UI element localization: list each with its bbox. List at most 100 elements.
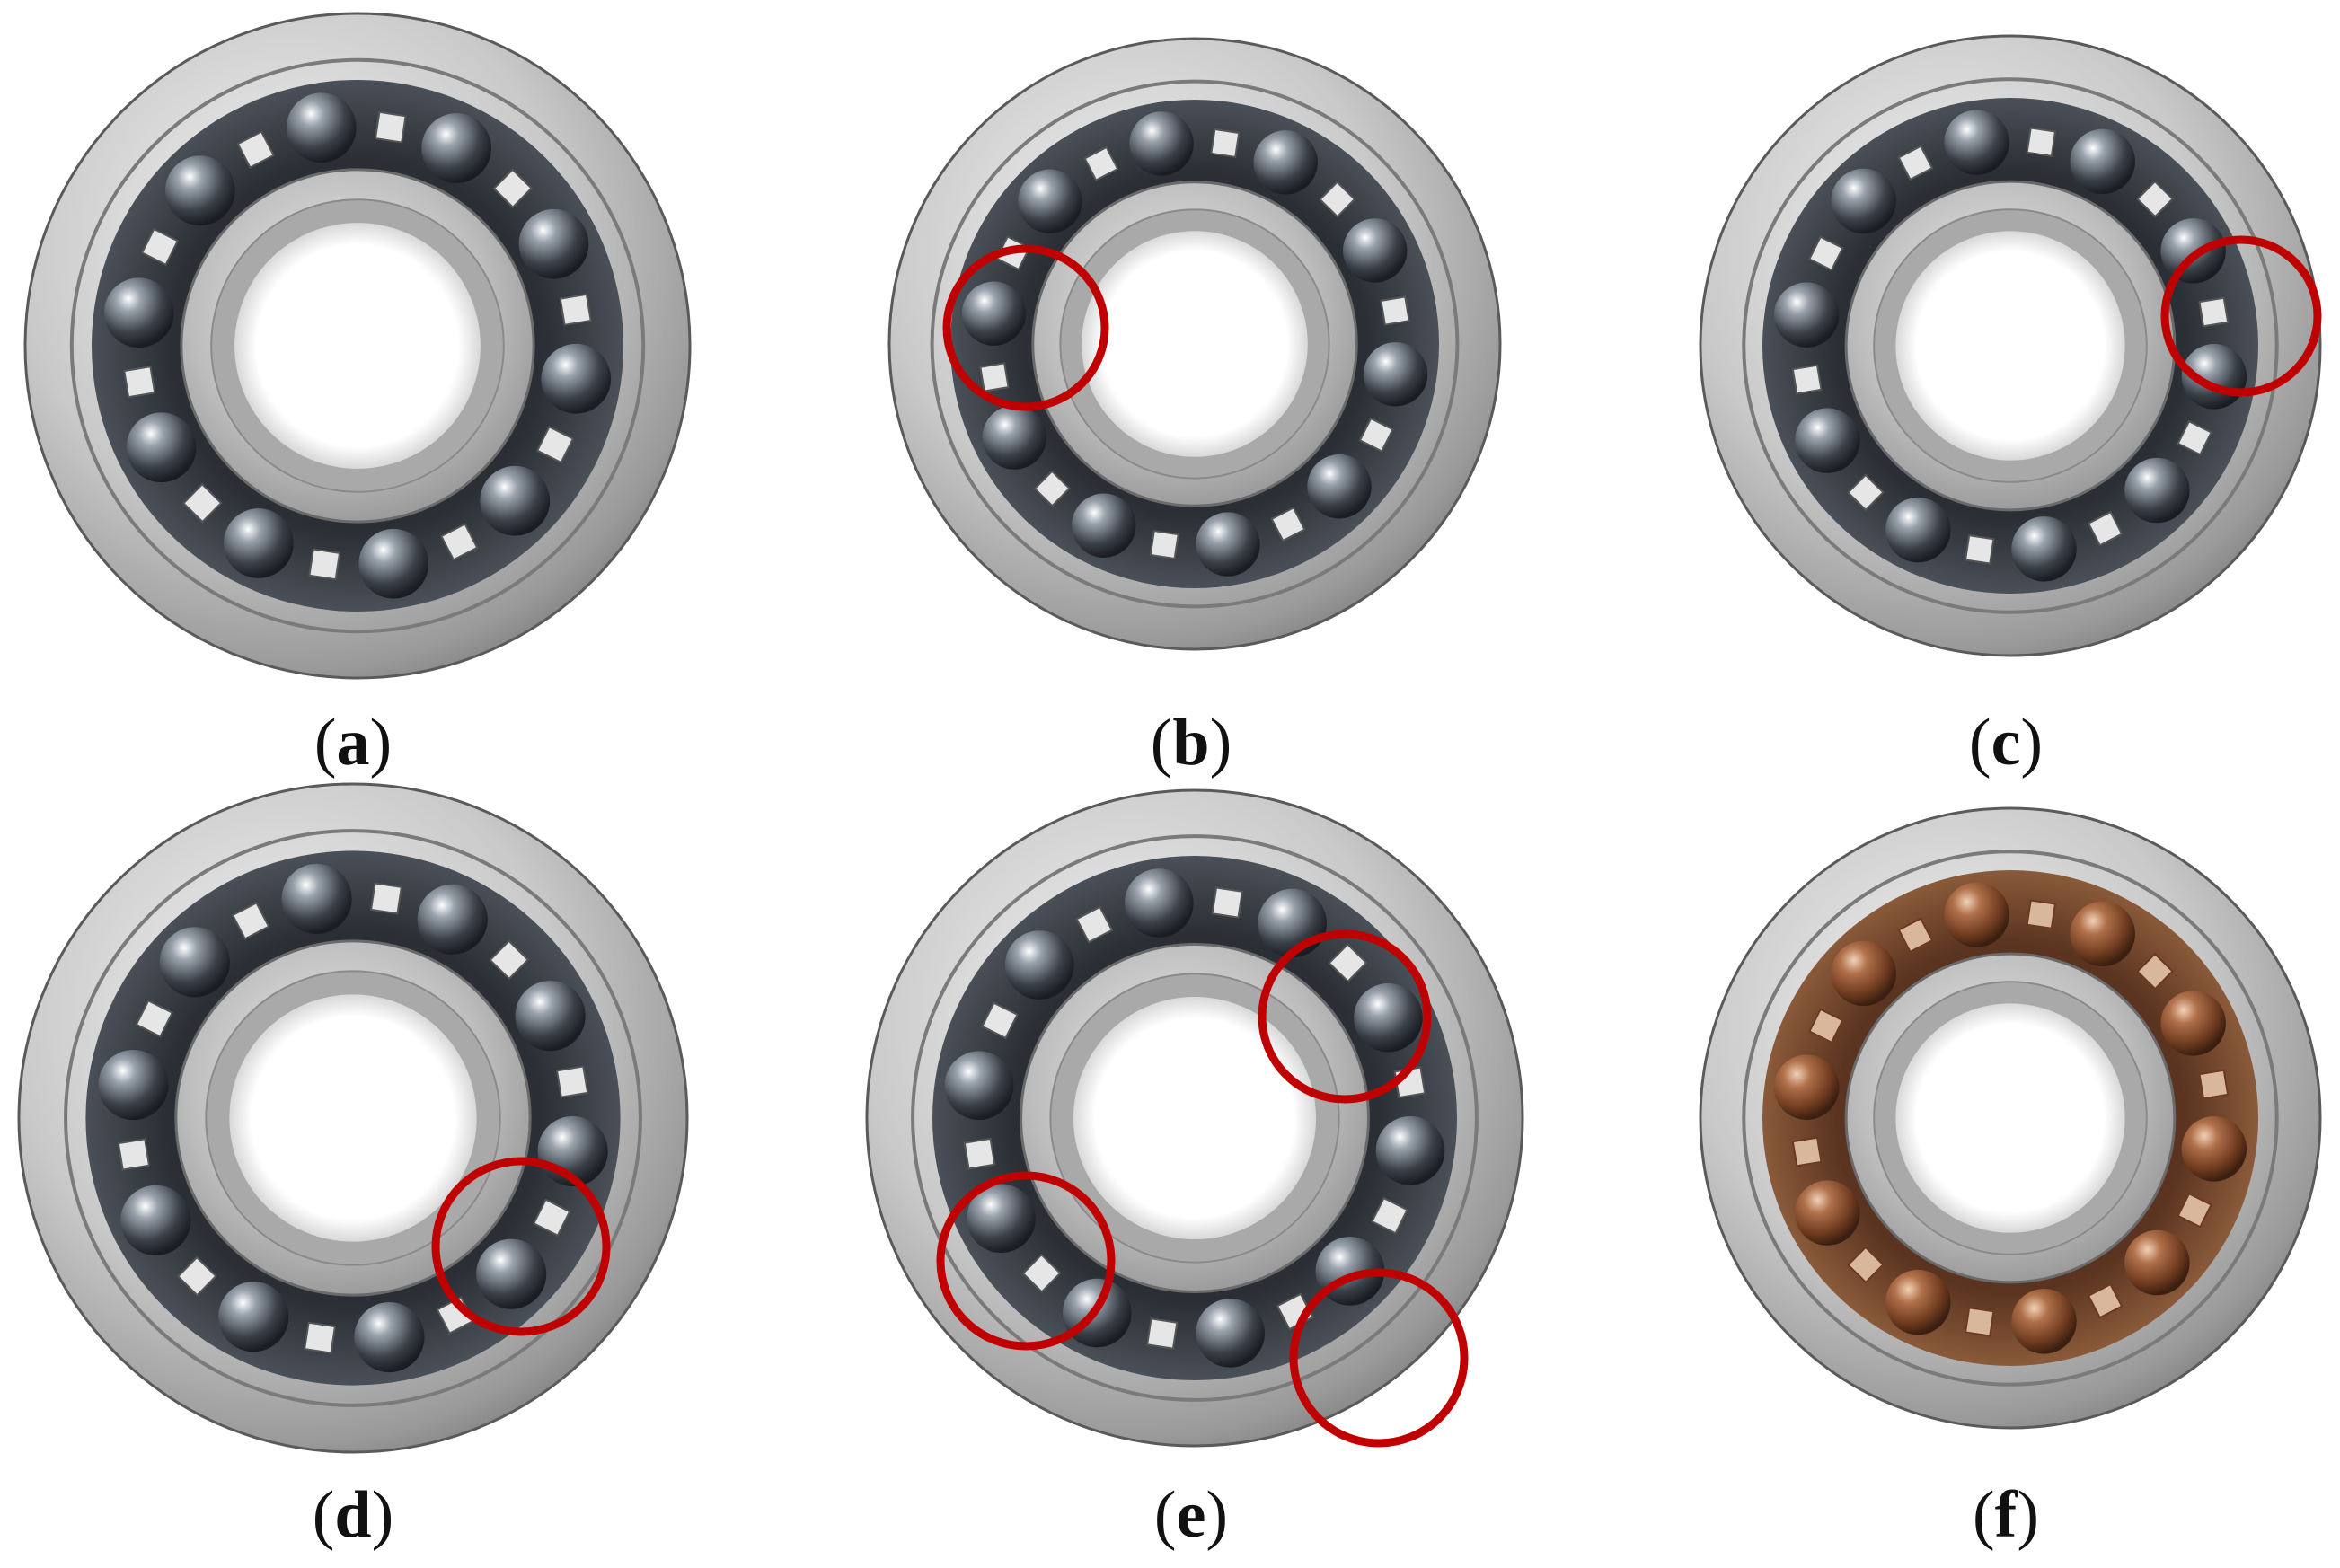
cage-rivet	[1021, 1253, 1062, 1293]
ball	[2160, 991, 2226, 1056]
cage-rivet	[489, 939, 530, 981]
ball	[2070, 901, 2135, 967]
cage-rivet	[559, 293, 592, 326]
cage-rivet	[135, 999, 174, 1038]
cage-rivet	[1033, 470, 1071, 507]
cage-rivet	[1358, 417, 1394, 453]
ball	[2124, 457, 2190, 524]
ball	[1831, 940, 1896, 1007]
ball	[2160, 218, 2226, 284]
ball	[224, 508, 294, 578]
cage-rivet	[2026, 127, 2057, 157]
cage-rivet	[1210, 128, 1241, 159]
bearing-d	[17, 782, 689, 1454]
ball	[1253, 130, 1318, 195]
ball	[1354, 982, 1423, 1053]
cage-rivet	[308, 548, 341, 581]
cage-rivet	[1847, 473, 1885, 512]
ball	[2181, 1116, 2247, 1182]
ball	[1004, 930, 1074, 1000]
ball	[944, 1051, 1014, 1121]
ball	[1795, 1180, 1860, 1246]
ball	[1343, 218, 1408, 283]
cage-rivet	[1964, 534, 1995, 565]
ball	[480, 465, 551, 536]
defect-marker-e-3	[1289, 1268, 1469, 1448]
ball	[1363, 342, 1428, 407]
ball	[1831, 168, 1896, 234]
bearing-f	[1699, 806, 2322, 1430]
ball	[1018, 169, 1082, 233]
ball	[1885, 1269, 1951, 1335]
bore	[229, 994, 477, 1242]
ball	[1072, 493, 1136, 558]
cage-rivet	[176, 1255, 217, 1297]
cage-rivet	[2136, 180, 2174, 218]
panel-label-b: (b)	[1150, 706, 1232, 780]
cage-rivet	[981, 1001, 1019, 1040]
cage-rivet	[2177, 1192, 2212, 1229]
ball	[281, 863, 352, 935]
cage-rivet	[2198, 1069, 2230, 1100]
ball	[103, 277, 174, 348]
cage-rivet	[1964, 1307, 1995, 1337]
ball	[159, 927, 230, 998]
cage-rivet	[117, 1138, 151, 1171]
cage-rivet	[303, 1321, 337, 1354]
ball	[286, 92, 357, 163]
bearing-e	[865, 788, 1524, 1448]
ball	[1773, 1054, 1840, 1120]
cage-rivet	[963, 1137, 996, 1170]
cage-rivet	[1808, 235, 1844, 272]
cage-rivet	[492, 168, 534, 209]
bore	[1082, 231, 1308, 457]
cage-rivet	[2136, 952, 2174, 991]
panel-label-f: (f)	[1973, 1478, 2039, 1552]
cage-rivet	[236, 130, 275, 169]
cage-rivet	[1897, 917, 1934, 954]
ball	[417, 884, 488, 955]
bearing-c	[1699, 34, 2322, 657]
ball	[2070, 128, 2135, 195]
cage-rivet	[1791, 1136, 1823, 1167]
bearing-a	[23, 12, 692, 680]
panel-label-a: (a)	[313, 706, 393, 780]
cage-rivet	[374, 110, 407, 144]
ball	[1944, 882, 2009, 947]
cage-rivet	[181, 482, 223, 524]
bore	[1895, 231, 2125, 461]
cage-rivet	[1319, 181, 1356, 218]
ball	[2011, 516, 2077, 582]
cage-rivet	[2026, 899, 2057, 929]
ball	[1196, 1299, 1265, 1368]
panel-label-c: (c)	[1968, 706, 2044, 780]
cage-rivet	[1083, 145, 1119, 181]
defect-marker-d-1	[431, 1157, 611, 1336]
ball	[120, 1185, 191, 1255]
cage-rivet	[979, 362, 1010, 392]
cage-rivet	[532, 1198, 571, 1238]
bearing-b	[887, 37, 1502, 651]
ball	[541, 343, 612, 414]
ball	[1129, 111, 1194, 176]
ball	[1885, 497, 1951, 563]
cage-rivet	[140, 227, 180, 267]
ball	[1258, 888, 1327, 958]
bore	[1895, 1003, 2125, 1233]
ball	[2124, 1229, 2190, 1296]
ball	[1795, 408, 1860, 473]
defect-marker-e-2	[936, 1171, 1116, 1351]
cage-rivet	[1328, 943, 1368, 983]
defect-marker-b-1	[942, 244, 1109, 411]
ball	[1944, 110, 2009, 175]
ball	[1196, 512, 1260, 577]
cage-rivet	[535, 425, 575, 464]
defect-marker-e-1	[1258, 929, 1432, 1104]
cage-rivet	[1897, 145, 1934, 181]
ball	[98, 1049, 169, 1121]
bore	[1073, 996, 1317, 1240]
ball	[354, 1301, 425, 1373]
ball	[421, 113, 491, 183]
cage-rivet	[123, 366, 156, 399]
